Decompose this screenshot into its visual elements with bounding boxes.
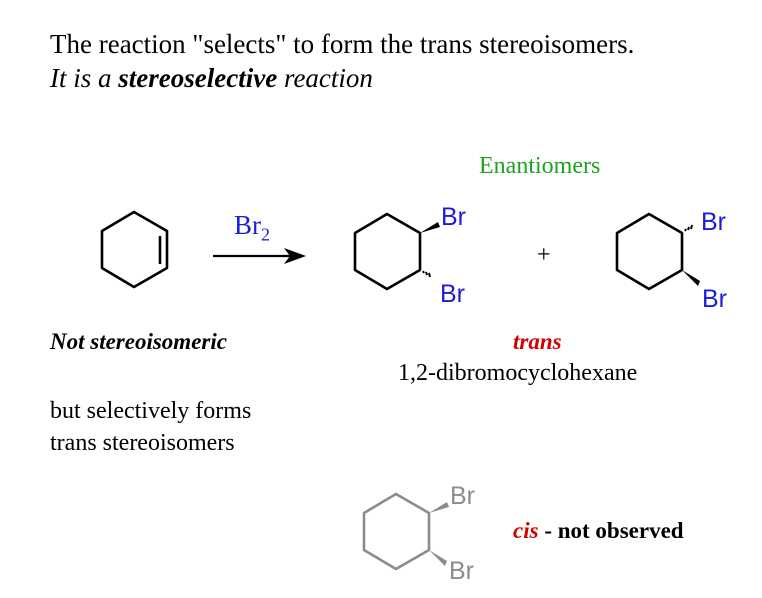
trans-label: trans (513, 329, 562, 354)
enantiomers-label: Enantiomers (479, 153, 601, 179)
reagent-symbol: Br (234, 210, 261, 240)
cis-product-bottom-wedge-bond (429, 550, 447, 566)
product-2-structure (615, 212, 700, 291)
product-1-bottom-bromine: Br (440, 280, 465, 308)
cis-not-observed-label: cis - not observed (513, 518, 684, 544)
cis-product-ring (362, 492, 431, 571)
plus-sign: + (537, 242, 551, 268)
cyclohexene-ring (100, 210, 169, 289)
cis-product-top-wedge-bond (429, 502, 449, 513)
not-stereoisomeric-label: Not stereoisomeric (50, 329, 227, 354)
cis-rest-text: - not observed (538, 518, 684, 543)
cyclohexene-structure (100, 210, 169, 289)
selectively-line-1: but selectively forms (50, 398, 252, 424)
product-1-wedge-bond (420, 222, 440, 233)
product-2-top-bromine: Br (701, 208, 726, 236)
reaction-arrow (213, 248, 306, 264)
cis-product-bottom-bromine: Br (449, 557, 474, 585)
product-1-hash-bond (422, 270, 431, 278)
reagent-label: Br2 (234, 210, 270, 245)
product-2-bottom-bromine: Br (702, 285, 727, 313)
heading-line-2-suffix: reaction (277, 63, 373, 93)
reagent-subscript: 2 (261, 224, 270, 245)
cis-product-top-bromine: Br (450, 482, 475, 510)
product-2-ring (615, 212, 684, 291)
cis-word: cis (513, 518, 539, 543)
product-1-structure (353, 212, 440, 291)
cis-product-structure (362, 492, 449, 571)
compound-name: 1,2-dibromocyclohexane (398, 360, 638, 386)
heading-line-1: The reaction "selects" to form the trans… (50, 29, 635, 59)
heading-line-2-emphasis: stereoselective (118, 63, 278, 93)
product-2-wedge-bond (682, 270, 700, 286)
selectively-line-2: trans stereoisomers (50, 430, 235, 456)
heading-line-2-prefix: It is a (50, 63, 119, 93)
product-2-hash-bond (684, 224, 693, 232)
heading-line-2: It is a stereoselective reaction (50, 63, 373, 93)
arrow-head (284, 248, 306, 264)
product-1-top-bromine: Br (441, 203, 466, 231)
product-1-ring (353, 212, 422, 291)
